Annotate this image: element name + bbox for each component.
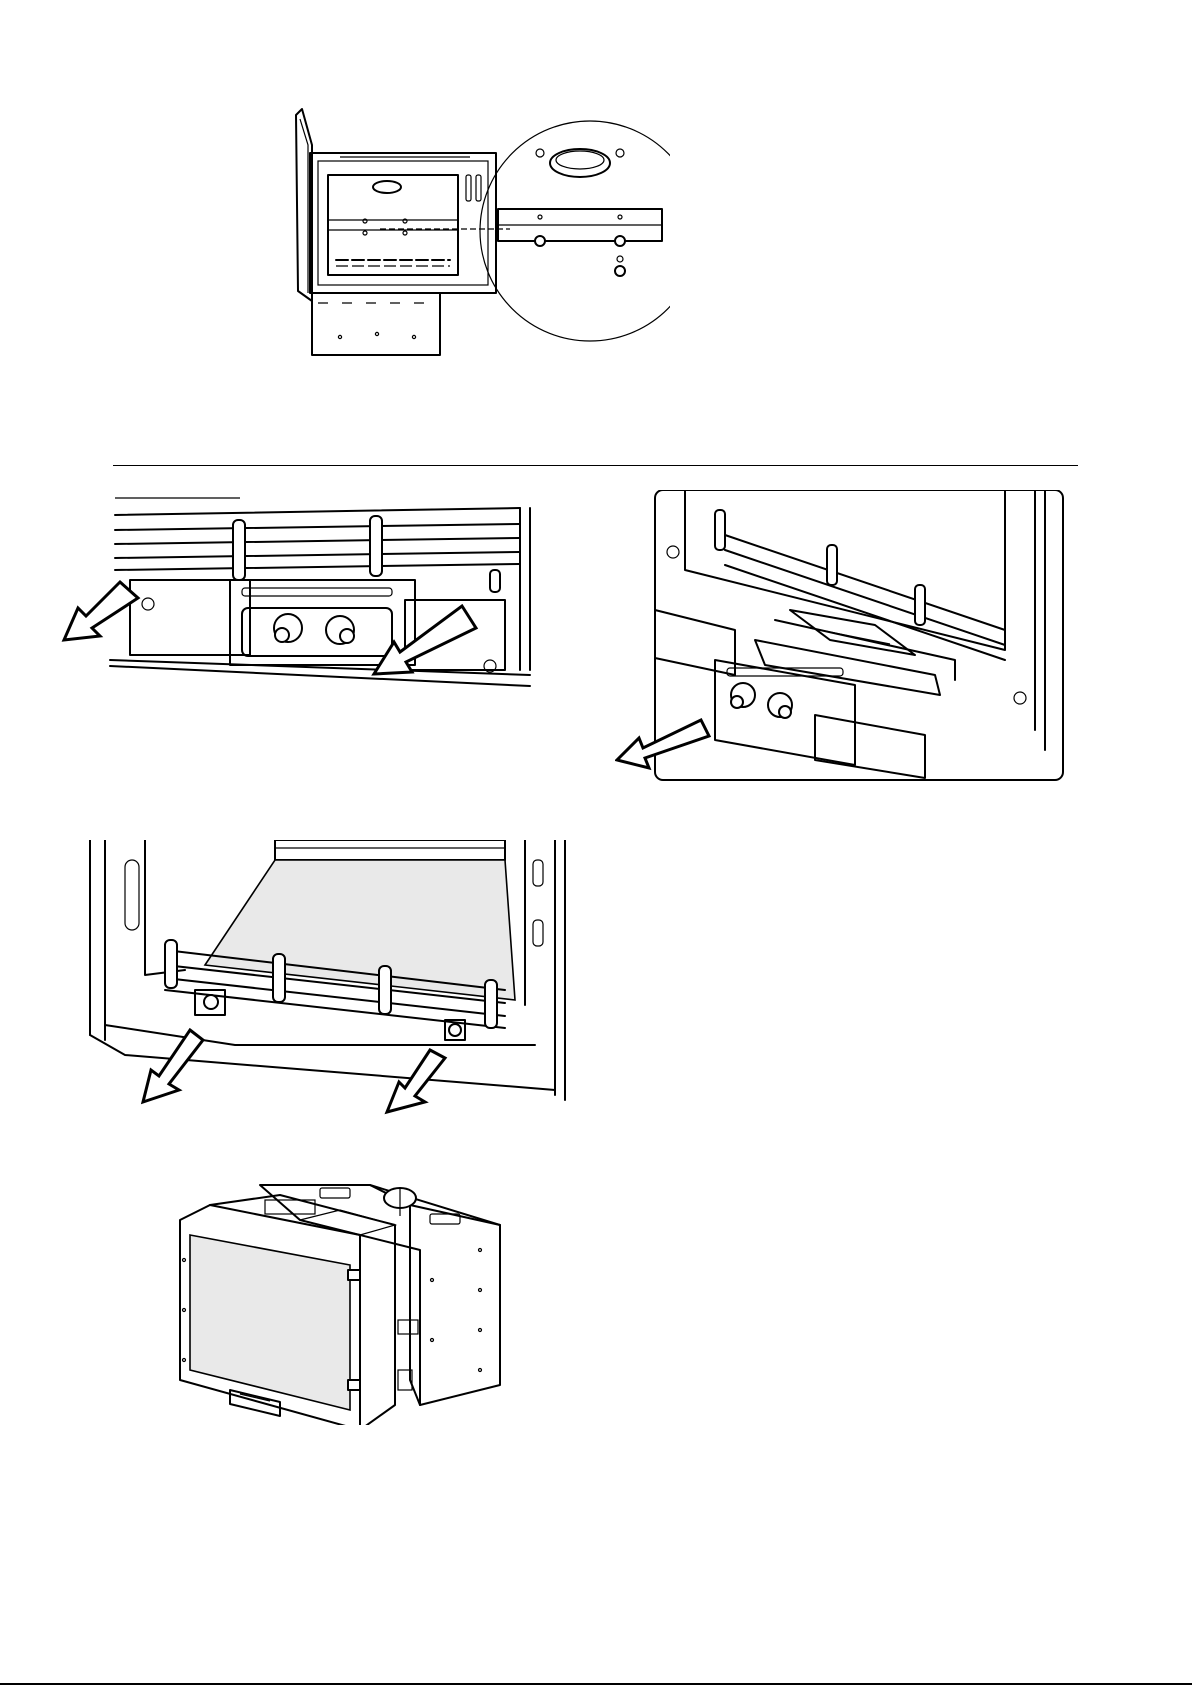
figure-stove-base-pull-arrows bbox=[50, 490, 540, 735]
figure-firebox-front-pull-arrows bbox=[85, 840, 570, 1120]
figure-insert-unit-isometric bbox=[170, 1180, 510, 1425]
figure-stove-door-open-detail bbox=[280, 105, 670, 360]
section-divider bbox=[113, 465, 1078, 466]
figure-control-drawer-pulled-out bbox=[615, 490, 1075, 790]
